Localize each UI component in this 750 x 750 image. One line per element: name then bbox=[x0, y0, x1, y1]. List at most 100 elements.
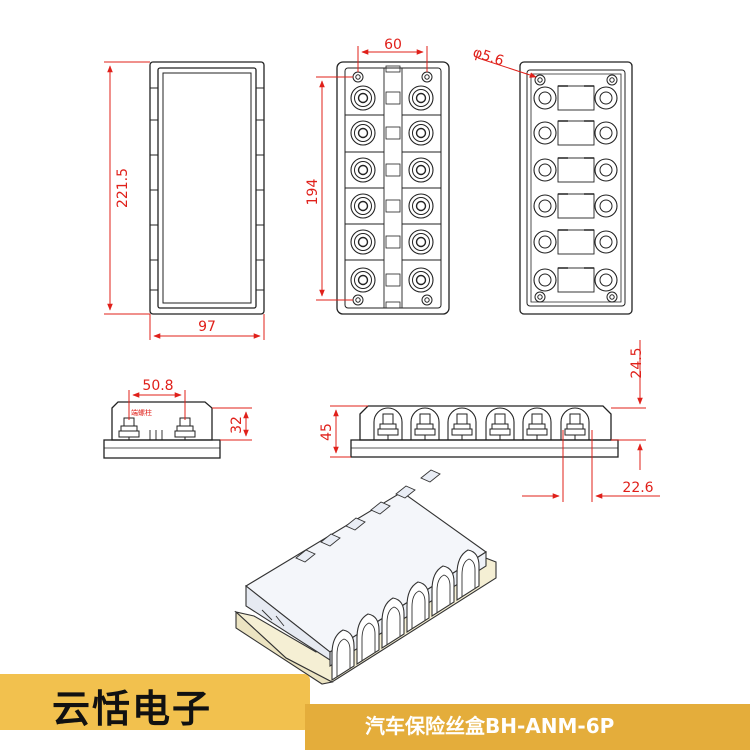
product-bar bbox=[305, 704, 750, 750]
iso-arch-inner bbox=[461, 558, 476, 597]
brand-name: 云恬电子 bbox=[52, 687, 213, 731]
terminal-nut bbox=[599, 91, 613, 105]
terminal-arch bbox=[485, 407, 515, 440]
terminal-nut bbox=[379, 423, 397, 430]
dim-hole-pitch bbox=[316, 76, 353, 301]
view-isometric bbox=[234, 469, 497, 685]
dim-overall-width bbox=[149, 314, 265, 340]
terminal-outer-ring bbox=[594, 121, 618, 145]
iso-terminal-arch bbox=[381, 597, 405, 650]
terminal-nut bbox=[354, 161, 372, 179]
fuse-cavity bbox=[557, 267, 595, 293]
fuse-slot bbox=[385, 126, 401, 140]
iso-arch-inner bbox=[436, 574, 451, 613]
bottom-terminals bbox=[533, 85, 618, 293]
terminal-nut bbox=[354, 197, 372, 215]
terminal-arch bbox=[522, 407, 552, 440]
iso-top-bumps bbox=[295, 469, 441, 563]
terminal-nut bbox=[412, 161, 430, 179]
terminal-nut bbox=[599, 199, 613, 213]
terminal-nut bbox=[538, 91, 552, 105]
terminal-nut bbox=[416, 423, 434, 430]
iso-base-side bbox=[235, 610, 334, 685]
terminal-washer bbox=[489, 428, 511, 436]
terminal-stud bbox=[569, 413, 581, 425]
terminal-outer-ring bbox=[533, 230, 557, 254]
terminal-stud bbox=[357, 274, 369, 286]
fuse-cavity bbox=[557, 157, 595, 183]
iso-arch-inner bbox=[386, 606, 401, 645]
terminal-nut bbox=[412, 124, 430, 142]
iso-arch-inner bbox=[361, 622, 376, 661]
terminal-outer-ring bbox=[594, 194, 618, 218]
dim-top-width bbox=[357, 46, 428, 72]
terminal-outer-ring bbox=[408, 85, 434, 111]
terminal-stud bbox=[357, 200, 369, 212]
footer: 云恬电子 汽车保险丝盒BH-ANM-6P bbox=[0, 670, 750, 750]
terminal-stud bbox=[415, 164, 427, 176]
terminal-stud bbox=[456, 413, 468, 425]
terminal-washer bbox=[451, 428, 473, 436]
view-top bbox=[336, 61, 450, 315]
terminal-washer bbox=[414, 428, 436, 436]
terminal-nut bbox=[538, 163, 552, 177]
dim-terminal-spacing bbox=[128, 390, 186, 420]
iso-terminal-arch bbox=[456, 549, 480, 602]
terminal-nut bbox=[599, 273, 613, 287]
terminal-nut bbox=[354, 89, 372, 107]
iso-terminal-arch bbox=[431, 565, 455, 618]
terminal-outer-ring bbox=[533, 121, 557, 145]
terminal-outer-ring bbox=[533, 194, 557, 218]
terminal-nut bbox=[354, 271, 372, 289]
terminal-outer-ring bbox=[350, 85, 376, 111]
brand-bar bbox=[0, 674, 310, 730]
dim-front-top-label: 24.5 bbox=[629, 347, 645, 378]
terminal-nut bbox=[599, 126, 613, 140]
terminal-stud bbox=[415, 92, 427, 104]
top-separators bbox=[345, 114, 441, 261]
fuse-cavity bbox=[557, 229, 595, 255]
view-side bbox=[103, 401, 221, 459]
fuse-slot bbox=[385, 91, 401, 105]
terminal-outer-ring bbox=[408, 267, 434, 293]
terminal-stud bbox=[382, 413, 394, 425]
dim-front-height bbox=[330, 405, 368, 458]
terminal-tag-label: 端螺柱 bbox=[131, 408, 152, 417]
iso-terminal-arch bbox=[406, 581, 430, 634]
front-terminals bbox=[373, 407, 590, 440]
terminal-stud bbox=[357, 92, 369, 104]
iso-top-bump bbox=[420, 469, 441, 483]
dim-hole-pitch-label: 194 bbox=[305, 179, 321, 206]
terminal-outer-ring bbox=[350, 267, 376, 293]
terminal-nut bbox=[599, 235, 613, 249]
terminal-nut bbox=[538, 235, 552, 249]
terminal-stud bbox=[531, 413, 543, 425]
terminal-outer-ring bbox=[350, 120, 376, 146]
terminal-stud bbox=[415, 200, 427, 212]
product-name: 汽车保险丝盒BH-ANM-6P bbox=[365, 714, 615, 738]
terminal-arch bbox=[410, 407, 440, 440]
iso-top-bump bbox=[345, 517, 366, 531]
terminal-outer-ring bbox=[594, 158, 618, 182]
fuse-slot bbox=[385, 235, 401, 249]
terminal-nut bbox=[412, 89, 430, 107]
terminal-nut bbox=[538, 273, 552, 287]
view-frame bbox=[149, 61, 265, 315]
dim-front-height-label: 45 bbox=[319, 423, 335, 441]
terminal-outer-ring bbox=[408, 229, 434, 255]
terminal-outer-ring bbox=[408, 120, 434, 146]
terminal-outer-ring bbox=[350, 193, 376, 219]
bottom-corner-holes bbox=[534, 74, 618, 303]
side-terminal-right bbox=[174, 417, 196, 440]
terminal-nut bbox=[354, 124, 372, 142]
terminal-outer-ring bbox=[594, 86, 618, 110]
terminal-outer-ring bbox=[533, 86, 557, 110]
terminal-arch bbox=[560, 407, 590, 440]
fuse-cavity bbox=[557, 85, 595, 111]
iso-top-bump bbox=[295, 549, 316, 563]
terminal-washer bbox=[564, 428, 586, 436]
iso-arch-inner bbox=[336, 638, 351, 677]
terminal-nut bbox=[528, 423, 546, 430]
terminal-outer-ring bbox=[594, 268, 618, 292]
dim-terminal-spacing-label: 50.8 bbox=[142, 378, 173, 394]
